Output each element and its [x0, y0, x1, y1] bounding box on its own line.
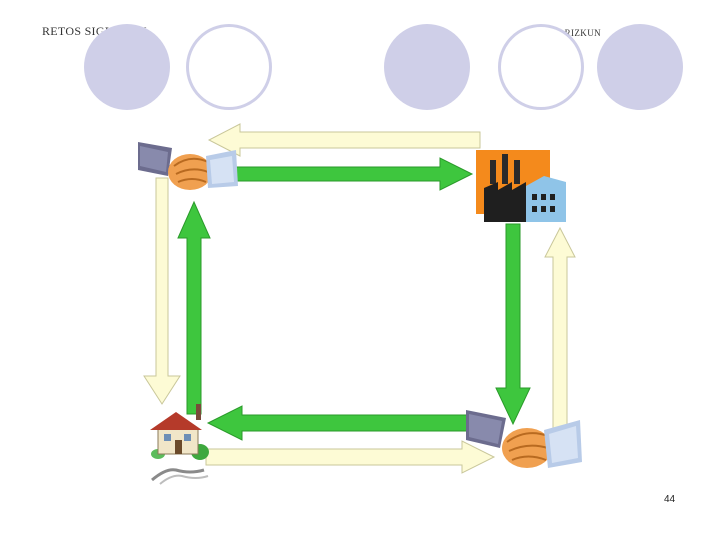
- handshake-icon: [138, 142, 238, 190]
- green-arrow-right: [495, 223, 531, 426]
- cream-arrow-left: [143, 177, 181, 405]
- green-arrow-bottom: [206, 405, 469, 441]
- decor-circle-4: [498, 24, 584, 110]
- factory-icon: [476, 150, 566, 222]
- cream-arrow-top: [207, 123, 481, 157]
- handshake-icon: [466, 410, 582, 468]
- decor-circle-3: [384, 24, 470, 110]
- cream-arrow-bottom: [205, 440, 496, 474]
- decor-circle-2: [186, 24, 272, 110]
- header-author: A. ARIZKUN: [546, 28, 601, 38]
- green-arrow-top: [235, 157, 474, 191]
- page-number: 44: [664, 494, 676, 505]
- cream-arrow-right: [544, 226, 576, 431]
- house-icon: [150, 404, 209, 485]
- decor-circle-5: [597, 24, 683, 110]
- green-arrow-left: [177, 200, 211, 415]
- decor-circle-1: [84, 24, 170, 110]
